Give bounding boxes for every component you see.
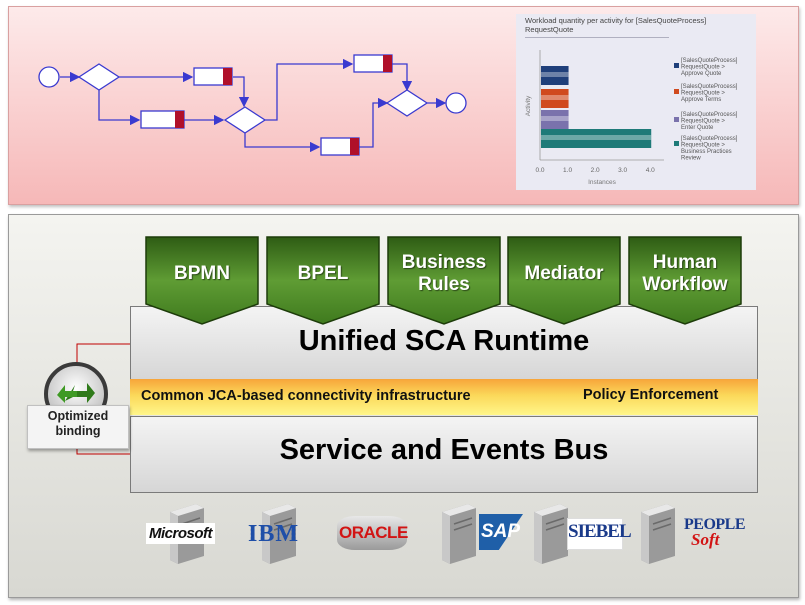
- server-icon: [534, 504, 568, 564]
- tab-label: Business Rules: [401, 252, 487, 295]
- legend-label: Approve Terms: [681, 97, 721, 103]
- chart-tick-label: 4.0: [646, 167, 655, 174]
- process-flow-diagram: [38, 54, 467, 156]
- peoplesoft-logo-soft: Soft: [691, 530, 720, 549]
- sap-label: SAP: [481, 521, 521, 542]
- tab-label: BPMN: [174, 263, 230, 284]
- gateway-split: [77, 63, 121, 91]
- chart-xlabel: Instances: [588, 179, 617, 186]
- chart-bar-highlight: [541, 95, 569, 100]
- legend-label: Enter Quote: [681, 125, 714, 131]
- oracle-label: ORACLE: [339, 523, 408, 542]
- server-icon: [641, 504, 675, 564]
- optimized-binding-label: Optimized binding: [47, 409, 109, 438]
- gateway-merge: [223, 106, 267, 134]
- peoplesoft-logo: PEOPLE: [684, 516, 746, 533]
- legend-label: Business Practices: [681, 149, 732, 155]
- ibm-logo: IBM: [248, 521, 299, 547]
- task-box: [193, 67, 233, 86]
- tab-bpmn: BPMN: [145, 236, 259, 325]
- chart-bar: [541, 110, 569, 129]
- legend-swatch: [674, 63, 679, 68]
- legend-label: RequestQuote >: [681, 91, 725, 97]
- tab-business-rules: Business Rules: [387, 236, 501, 325]
- chart-bar-highlight: [541, 135, 652, 140]
- chart-tick-label: 3.0: [618, 167, 627, 174]
- legend-label: RequestQuote >: [681, 65, 725, 71]
- service-bus-layer: [130, 416, 758, 493]
- legend-label: RequestQuote >: [681, 143, 725, 149]
- legend-label: RequestQuote >: [681, 119, 725, 125]
- service-bus-label: Service and Events Bus: [279, 434, 609, 466]
- tab-bpel: BPEL: [266, 236, 380, 325]
- jca-infrastructure-bar: [130, 379, 758, 415]
- chart-tick-label: 2.0: [591, 167, 600, 174]
- chart-ylabel: Activity: [525, 95, 532, 116]
- chart-bar: [541, 66, 569, 85]
- task-box: [140, 110, 185, 129]
- workload-chart: Workload quantity per activity for [Sale…: [516, 14, 756, 190]
- chart-bar-highlight: [541, 116, 569, 121]
- legend-label: [SalesQuoteProcess]: [681, 58, 738, 64]
- gateway-final: [385, 89, 429, 117]
- chart-tick-label: 1.0: [563, 167, 572, 174]
- legend-label: [SalesQuoteProcess]: [681, 112, 738, 118]
- jca-label: Common JCA-based connectivity infrastruc…: [141, 388, 471, 404]
- legend-swatch: [674, 117, 679, 122]
- tab-mediator: Mediator: [507, 236, 621, 325]
- tab-human-workflow: Human Workflow: [628, 236, 742, 325]
- chart-bar: [541, 89, 569, 108]
- siebel-label: SIEBEL: [568, 521, 632, 542]
- sca-runtime-label: Unified SCA Runtime: [298, 325, 590, 357]
- policy-label: Policy Enforcement: [583, 387, 719, 403]
- legend-label: [SalesQuoteProcess]: [681, 84, 738, 90]
- tab-label: Mediator: [524, 263, 604, 284]
- legend-swatch: [674, 89, 679, 94]
- tab-label: BPEL: [297, 263, 349, 284]
- chart-tick-label: 0.0: [535, 167, 544, 174]
- chart-bar: [541, 129, 652, 148]
- end-event: [445, 92, 467, 114]
- task-box: [353, 54, 393, 73]
- legend-label: Approve Quote: [681, 71, 722, 77]
- legend-label: Review: [681, 156, 701, 162]
- oracle-logo: [337, 516, 407, 550]
- chart-title: Workload quantity per activity for [Sale…: [525, 16, 707, 34]
- microsoft-logo: Microsoft: [146, 523, 215, 544]
- chart-bar-highlight: [541, 72, 569, 77]
- task-box: [320, 137, 360, 156]
- siebel-logo: [567, 518, 623, 550]
- legend-swatch: [674, 141, 679, 146]
- start-event: [38, 66, 60, 88]
- chart-plot: Activity Instances 0.0 1.0 2.0 3.0 4.0 [Sale…: [525, 50, 738, 186]
- tab-label: Human Workflow: [642, 252, 728, 295]
- server-icon: [262, 504, 296, 564]
- server-icon: [442, 504, 476, 564]
- optimized-binding-box: Optimized binding: [27, 405, 129, 449]
- legend-label: [SalesQuoteProcess]: [681, 136, 738, 142]
